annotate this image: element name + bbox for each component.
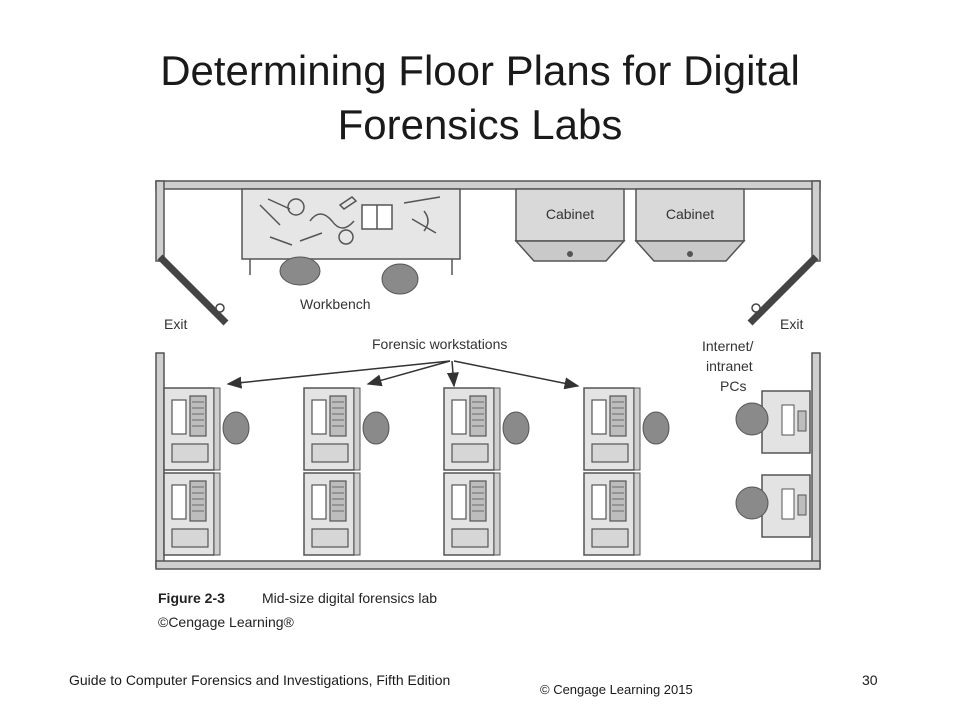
arrow-workstation-3 [446, 360, 459, 388]
figure-number: Figure 2-3 [158, 590, 225, 606]
person-icon [642, 411, 670, 445]
arrow-workstation-1 [226, 360, 451, 389]
forensic-workstation-3 [443, 387, 530, 471]
forensic-workstation-4 [583, 387, 670, 471]
figure-caption: Mid-size digital forensics lab [262, 590, 437, 606]
workbench [241, 188, 461, 295]
footer-copyright: © Cengage Learning 2015 [540, 682, 693, 697]
floor-plan-diagram: Workbench Cabinet Cabinet Exit Exit Fore… [155, 180, 821, 630]
forensic-workstation-2 [303, 387, 390, 471]
person-icon [222, 411, 250, 445]
monitor-icon [451, 484, 467, 520]
workbench-person-left [279, 256, 321, 286]
workstation-stations [163, 387, 670, 556]
workbench-person-right [381, 263, 419, 295]
figure-credit: ©Cengage Learning® [158, 614, 295, 630]
cabinet-right [634, 188, 746, 262]
person-icon [502, 411, 530, 445]
slide-title: Determining Floor Plans for Digital Fore… [60, 44, 900, 152]
forensic-workstation-6 [303, 472, 361, 556]
monitor-icon [171, 484, 187, 520]
monitor-icon [311, 484, 327, 520]
forensic-workstation-8 [583, 472, 641, 556]
cabinet-left-label: Cabinet [546, 206, 594, 222]
forensic-workstation-1 [163, 387, 250, 471]
monitor-icon [591, 399, 607, 435]
workbench-tools [259, 196, 441, 246]
forensic-workstation-7 [443, 472, 501, 556]
cabinet-left [514, 188, 626, 262]
monitor-icon [171, 399, 187, 435]
workstation-arrows [226, 360, 580, 390]
exit-door-right [747, 254, 819, 326]
internet-pcs-label-line-3: PCs [720, 378, 746, 394]
exit-right-label: Exit [780, 316, 803, 332]
page-number: 30 [862, 672, 878, 688]
cabinet-right-label: Cabinet [666, 206, 714, 222]
person-icon [362, 411, 390, 445]
monitor-icon [451, 399, 467, 435]
workbench-label: Workbench [300, 296, 371, 312]
room-walls [155, 180, 821, 570]
arrow-workstation-4 [453, 360, 580, 390]
internet-pcs-label-line-1: Internet/ [702, 338, 753, 354]
arrow-workstation-2 [366, 360, 451, 387]
exit-door-left [157, 254, 229, 326]
slide-title-line-2: Forensics Labs [337, 101, 623, 148]
internet-pc-lower [735, 474, 811, 538]
slide-title-line-1: Determining Floor Plans for Digital [160, 47, 800, 94]
internet-pcs-label-line-2: intranet [706, 358, 753, 374]
monitor-icon [591, 484, 607, 520]
monitor-icon [311, 399, 327, 435]
forensic-workstation-5 [163, 472, 221, 556]
internet-pc-upper [735, 390, 811, 454]
footer-book-title: Guide to Computer Forensics and Investig… [69, 672, 451, 688]
forensic-workstations-label: Forensic workstations [372, 336, 507, 352]
exit-left-label: Exit [164, 316, 187, 332]
